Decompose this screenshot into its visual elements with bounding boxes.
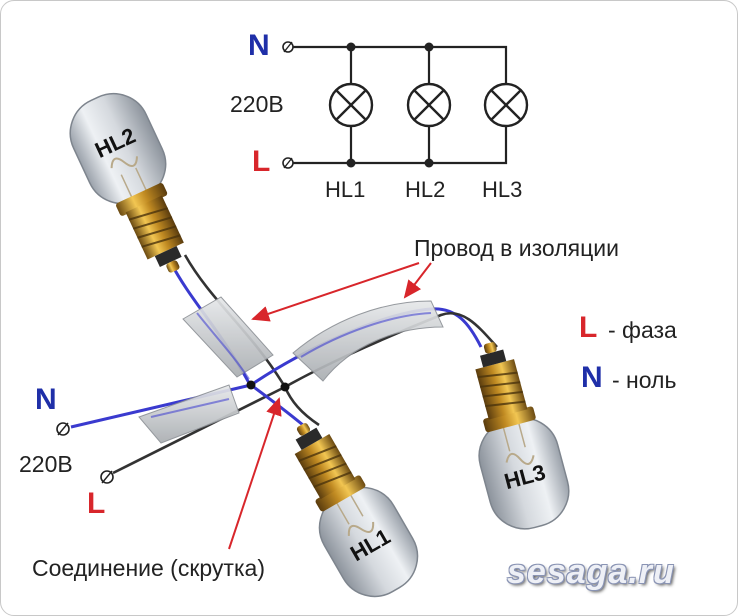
supply-phase-terminal-icon <box>100 470 114 484</box>
schematic-lamp-label: HL2 <box>405 177 446 202</box>
schematic-phase-letter: L <box>252 145 271 178</box>
insulated-wire-annotation: Провод в изоляции <box>414 235 619 261</box>
legend-neutral-letter: N <box>581 361 603 394</box>
supply-phase-letter: L <box>87 487 106 520</box>
schematic-neutral-letter: N <box>248 29 270 62</box>
supply-neutral-letter: N <box>35 383 57 416</box>
legend-phase-letter: L <box>579 311 598 344</box>
wiring <box>56 254 498 484</box>
schematic-lamp-label: HL3 <box>482 177 523 202</box>
supply-neutral-terminal-icon <box>56 422 70 436</box>
lamp-symbol-icon <box>483 82 529 128</box>
arrow-to-sleeve-left <box>251 262 420 322</box>
insulation-sleeve <box>138 384 240 444</box>
legend-neutral-text: - ноль <box>612 367 677 393</box>
twist-connection-annotation: Соединение (скрутка) <box>32 555 265 581</box>
arrow-to-twist <box>228 397 282 550</box>
insulation-sleeve <box>292 300 444 382</box>
twist-junction <box>280 382 290 392</box>
schematic-lamp-label: HL1 <box>325 177 366 202</box>
annotation-arrows <box>228 262 432 550</box>
bulb-hl1: HL1 <box>265 404 432 611</box>
lamp-symbol-icon <box>406 82 452 128</box>
lamp-symbol-icon <box>328 82 374 128</box>
supply-voltage: 220В <box>19 451 73 477</box>
bulb-hl2: HL2 <box>57 80 213 289</box>
schematic <box>282 41 529 169</box>
insulation-sleeve <box>182 296 274 378</box>
schematic-voltage: 220В <box>230 91 284 117</box>
twist-junction <box>246 380 256 390</box>
bulb-hl3: HL3 <box>449 331 578 538</box>
watermark: sesaga.ru <box>507 553 675 591</box>
arrow-to-sleeve-right <box>403 262 432 299</box>
legend-phase-text: - фаза <box>608 317 677 343</box>
supply-phase-wire <box>112 385 286 475</box>
